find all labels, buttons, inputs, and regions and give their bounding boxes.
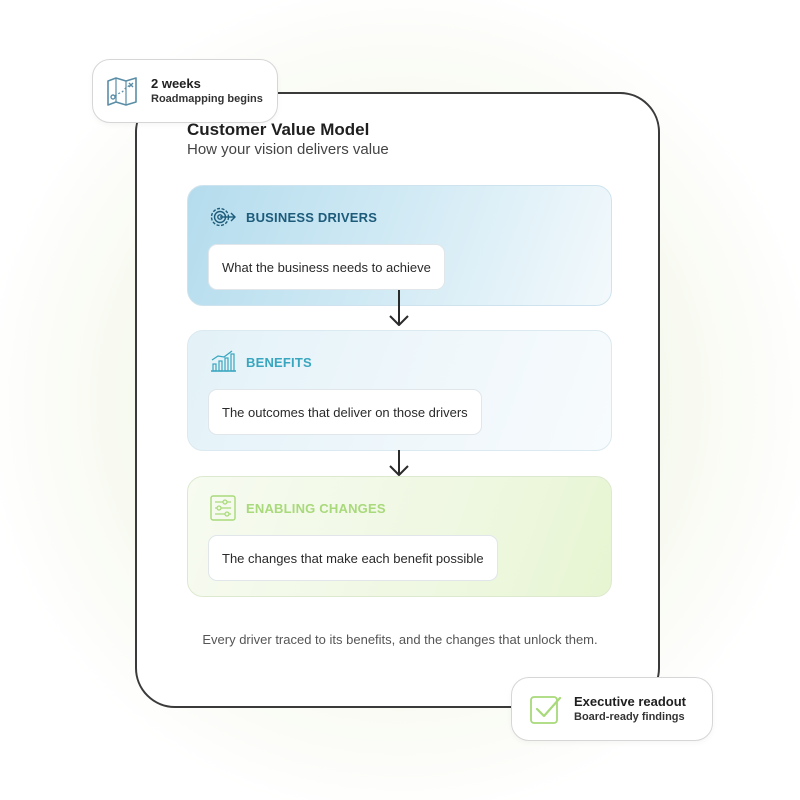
footer-note: Every driver traced to its benefits, and…	[202, 632, 598, 647]
roadmap-icon	[107, 77, 137, 106]
business-drivers-description: What the business needs to achieve	[208, 244, 445, 290]
growth-chart-icon	[211, 350, 236, 372]
readout-badge-title: Executive readout	[574, 693, 686, 709]
enabling-changes-panel: ENABLING CHANGES The changes that make e…	[187, 476, 612, 597]
timeline-badge: 2 weeks Roadmapping begins	[92, 59, 278, 123]
benefits-panel: BENEFITS The outcomes that deliver on th…	[187, 330, 612, 451]
enabling-changes-label: ENABLING CHANGES	[246, 500, 386, 516]
benefits-label: BENEFITS	[246, 354, 312, 370]
timeline-badge-title: 2 weeks	[151, 75, 201, 91]
sliders-icon	[210, 495, 236, 521]
business-drivers-label: BUSINESS DRIVERS	[246, 209, 378, 225]
benefits-description: The outcomes that deliver on those drive…	[208, 389, 482, 435]
checkbox-icon	[530, 696, 562, 724]
business-drivers-panel: BUSINESS DRIVERS What the business needs…	[187, 185, 612, 306]
model-subtitle: How your vision delivers value	[187, 141, 389, 158]
arrow-down-icon	[389, 290, 409, 326]
enabling-changes-description: The changes that make each benefit possi…	[208, 535, 498, 581]
model-title: Customer Value Model	[187, 120, 370, 139]
arrow-down-icon	[389, 450, 409, 476]
target-gear-icon	[210, 207, 236, 227]
readout-badge: Executive readout Board-ready findings	[511, 677, 713, 741]
readout-badge-subtitle: Board-ready findings	[574, 710, 685, 723]
timeline-badge-subtitle: Roadmapping begins	[151, 92, 263, 105]
